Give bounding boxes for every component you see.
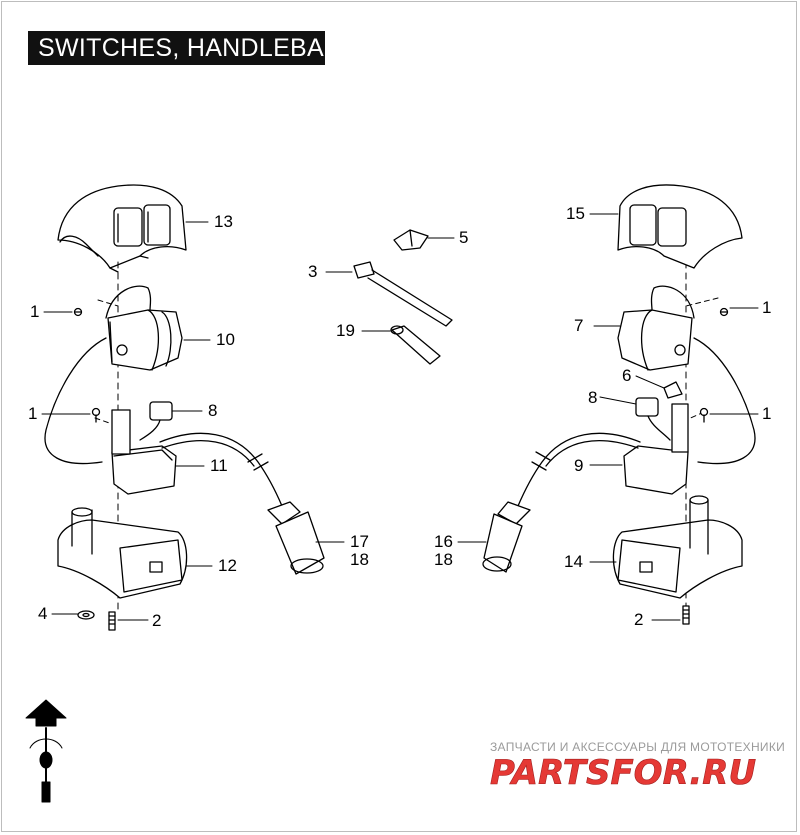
part-11-switch-module-lower-left [111, 409, 177, 495]
part-4-washer-left [77, 610, 95, 620]
part-12-lower-housing-left [57, 507, 188, 599]
callout-6: 6 [622, 366, 632, 385]
part-6-clip-right [663, 381, 683, 399]
title-banner [28, 31, 325, 65]
part-15-upper-housing-right [617, 184, 743, 269]
callout-15: 15 [566, 204, 585, 223]
callout-9: 9 [574, 456, 584, 475]
watermark-logo: PARTSFOR.RU [490, 753, 757, 790]
callout-18-right: 18 [434, 550, 453, 569]
part-13-upper-housing-left [57, 184, 187, 273]
part-3-cable-tie [353, 261, 453, 327]
part-8-small-switch-right [635, 397, 671, 441]
part-2-screw-right [682, 605, 690, 625]
front-direction-arrow [25, 699, 67, 803]
callout-8-left: 8 [208, 401, 218, 420]
callout-19: 19 [336, 321, 355, 340]
callout-14: 14 [564, 552, 583, 571]
page-title: SWITCHES, HANDLEBAR [38, 34, 343, 62]
callout-12: 12 [218, 556, 237, 575]
watermark-caption: ЗАПЧАСТИ И АКСЕССУАРЫ ДЛЯ МОТОТЕХНИКИ [490, 740, 786, 754]
callout-10: 10 [216, 330, 235, 349]
part-8-small-switch-left [139, 401, 173, 441]
part-1-screw-mid-left [91, 407, 101, 423]
callout-18-left: 18 [350, 550, 369, 569]
part-16-connector-right [482, 501, 531, 573]
part-7-switch-module-right [617, 309, 693, 371]
callout-5: 5 [459, 228, 469, 247]
callout-3: 3 [308, 262, 318, 281]
callout-8-right: 8 [588, 388, 598, 407]
callout-1-upper-left: 1 [30, 302, 40, 321]
part-2-screw-left [108, 611, 116, 631]
callout-1-mid-right: 1 [762, 404, 772, 423]
callout-11: 11 [210, 456, 228, 475]
part-10-switch-module-left [107, 309, 183, 371]
watermark-logo-text: PARTSFOR.RU [490, 753, 756, 790]
part-5-clip [393, 229, 429, 251]
callout-16: 16 [434, 532, 453, 551]
part-1-screw-upper-left [73, 307, 83, 317]
part-17-connector-left [267, 501, 325, 575]
callout-2-right: 2 [634, 610, 644, 629]
callout-7: 7 [574, 316, 584, 335]
part-1-screw-upper-right [719, 307, 729, 317]
callout-13: 13 [214, 212, 233, 231]
callout-17: 17 [350, 532, 369, 551]
callout-4: 4 [38, 604, 48, 623]
callout-2-left: 2 [152, 611, 162, 630]
part-1-screw-mid-right [699, 407, 709, 423]
callout-1-mid-left: 1 [28, 404, 38, 423]
callout-1-upper-right: 1 [762, 298, 772, 317]
part-14-lower-housing-right [612, 495, 743, 599]
part-19-tube [390, 325, 441, 365]
part-9-switch-module-lower-right [623, 403, 689, 495]
